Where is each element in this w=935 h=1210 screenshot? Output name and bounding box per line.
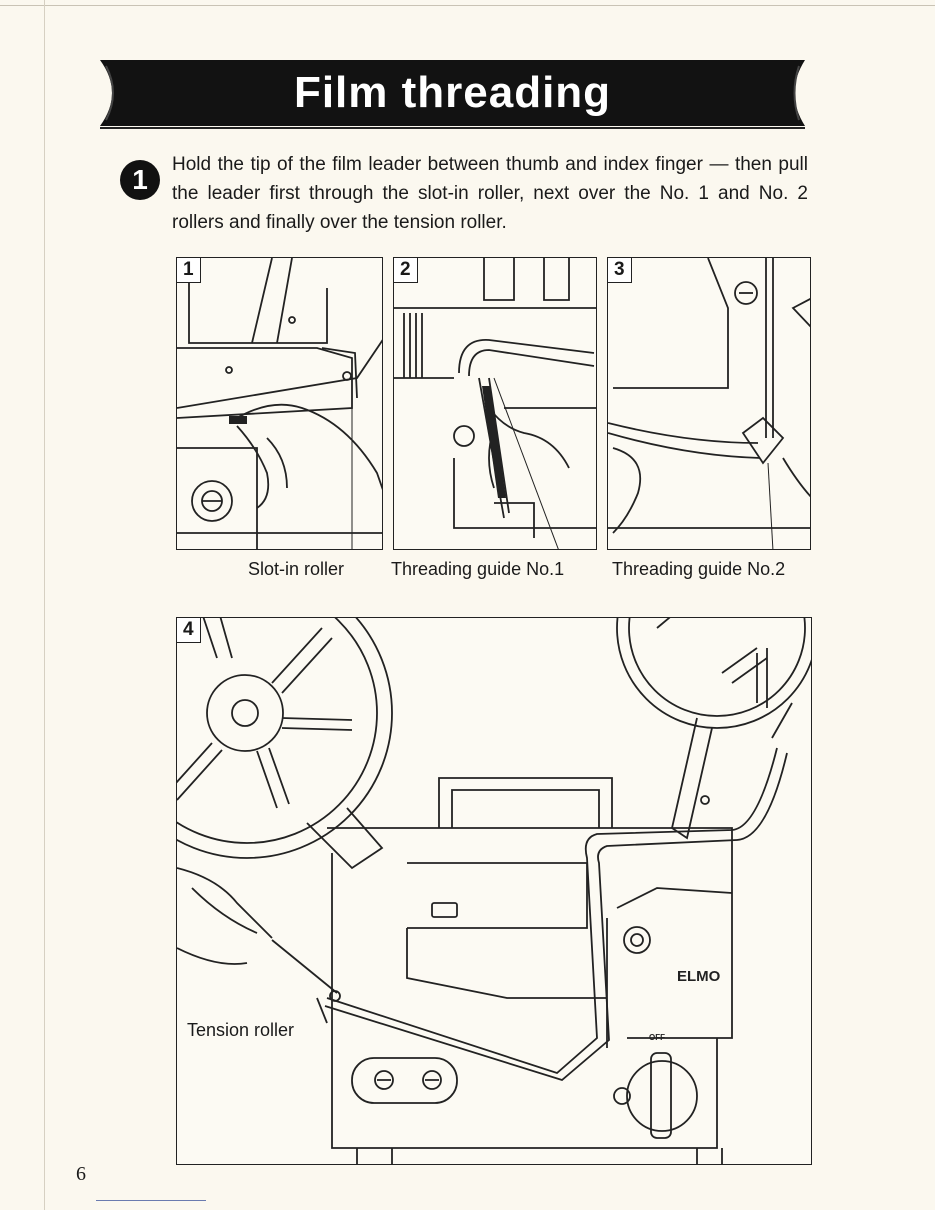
caption-tension-roller: Tension roller [187, 1020, 295, 1040]
caption-threading-guide-1: Threading guide No.1 [391, 559, 565, 579]
illustration-panel-2: 2 [393, 257, 597, 550]
page-title: Film threading [293, 68, 612, 117]
slot-in-roller-illustration [177, 258, 382, 549]
panel-number-3: 3 [608, 258, 632, 283]
threading-guide-1-illustration [394, 258, 596, 549]
panel-number-2: 2 [394, 258, 418, 283]
illustration-panel-1: 1 [176, 257, 383, 550]
step-instruction: Hold the tip of the film leader between … [172, 154, 808, 233]
footer-rule [96, 1200, 206, 1201]
page-binding-edge [44, 0, 45, 1210]
brand-logo: ELMO [677, 968, 721, 985]
projector-threading-illustration: ELMO OFF [177, 618, 811, 1164]
illustration-panel-3: 3 [607, 257, 811, 550]
page-number: 6 [76, 1163, 86, 1185]
threading-guide-2-illustration [608, 258, 810, 549]
panel-number-1: 1 [177, 258, 201, 283]
title-banner: Film threading [100, 60, 805, 126]
caption-slot-in-roller: Slot-in roller [248, 559, 345, 579]
page-top-edge [0, 5, 935, 6]
panel-number-4: 4 [177, 618, 201, 643]
caption-threading-guide-2: Threading guide No.2 [612, 559, 786, 579]
title-rule [100, 127, 805, 129]
illustration-panel-4: ELMO OFF 4 Tension roller [176, 617, 812, 1165]
switch-label: OFF [649, 1033, 665, 1042]
banner-shape [100, 60, 805, 126]
step-number-badge: 1 [120, 160, 160, 200]
